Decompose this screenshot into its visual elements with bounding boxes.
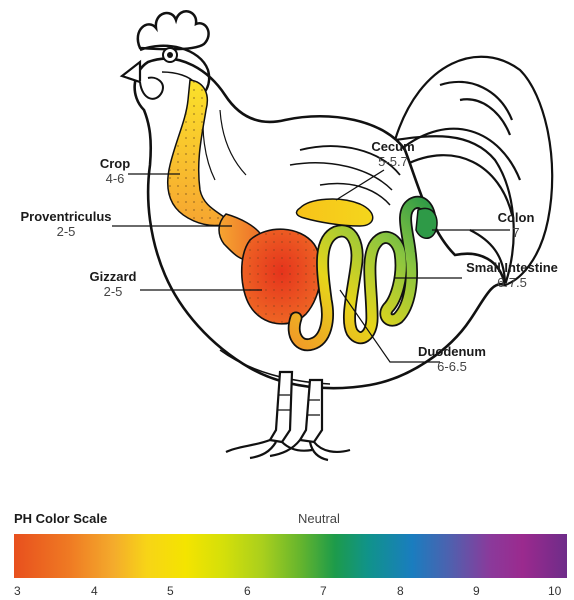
organ-name: Cecum <box>360 140 426 155</box>
organ-ph: 2-5 <box>80 285 146 300</box>
organ-name: Duodenum <box>410 345 494 360</box>
organ-ph: 5-5.7 <box>360 155 426 170</box>
ph-tick: 9 <box>473 584 480 598</box>
ph-tick: 10 <box>548 584 561 598</box>
ph-tick: 4 <box>91 584 98 598</box>
organ-name: Proventriculus <box>8 210 124 225</box>
organ-name: Small Intestine <box>456 261 568 276</box>
organ-ph: 4-6 <box>90 172 140 187</box>
label-small-intestine: Small Intestine 6-7.5 <box>456 261 568 291</box>
colon-organ <box>416 208 437 238</box>
ph-color-scale-bar <box>14 534 567 578</box>
chicken-illustration <box>0 0 574 500</box>
label-gizzard: Gizzard 2-5 <box>80 270 146 300</box>
organ-name: Colon <box>488 211 544 226</box>
organ-ph: 7 <box>488 226 544 241</box>
ph-scale-title: PH Color Scale <box>14 511 107 526</box>
organ-name: Gizzard <box>80 270 146 285</box>
label-proventriculus: Proventriculus 2-5 <box>8 210 124 240</box>
label-cecum: Cecum 5-5.7 <box>360 140 426 170</box>
ph-tick: 8 <box>397 584 404 598</box>
organ-ph: 6-7.5 <box>456 276 568 291</box>
organ-ph: 2-5 <box>8 225 124 240</box>
label-duodenum: Duodenum 6-6.5 <box>410 345 494 375</box>
organ-name: Crop <box>90 157 140 172</box>
label-colon: Colon 7 <box>488 211 544 241</box>
ph-tick: 7 <box>320 584 327 598</box>
ph-tick: 6 <box>244 584 251 598</box>
beak <box>122 62 140 82</box>
organ-ph: 6-6.5 <box>410 360 494 375</box>
label-crop: Crop 4-6 <box>90 157 140 187</box>
ph-scale-neutral-label: Neutral <box>298 511 340 526</box>
comb <box>138 11 209 49</box>
ph-tick: 3 <box>14 584 21 598</box>
ph-tick: 5 <box>167 584 174 598</box>
